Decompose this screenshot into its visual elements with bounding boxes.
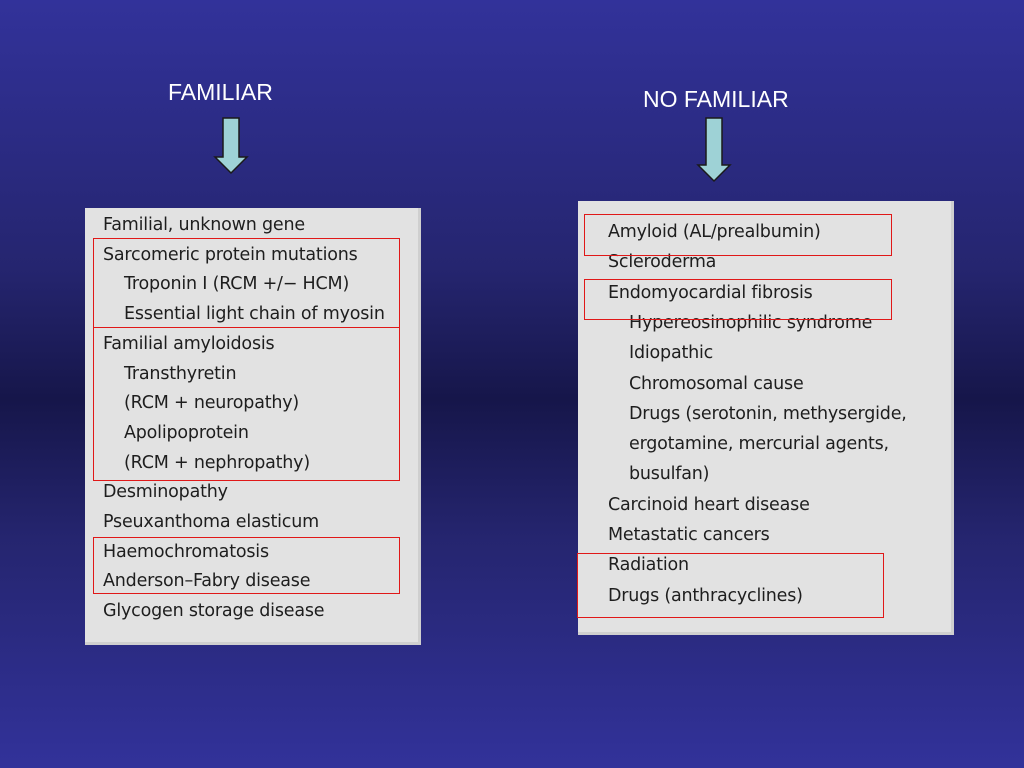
list-item: Glycogen storage disease <box>103 601 325 622</box>
list-item: Scleroderma <box>608 252 717 273</box>
list-item: Essential light chain of myosin <box>124 304 385 325</box>
highlight-box <box>93 238 400 328</box>
highlight-box <box>93 327 400 481</box>
list-item: Apolipoprotein <box>124 422 249 443</box>
list-item: Hypereosinophilic syndrome <box>629 312 873 333</box>
list-item: Metastatic cancers <box>608 525 770 545</box>
list-item: Chromosomal cause <box>629 373 804 394</box>
down-arrow-icon <box>696 117 732 183</box>
list-item: Pseuxanthoma elasticum <box>103 512 319 532</box>
highlight-box <box>584 279 892 320</box>
list-item: Idiopathic <box>629 343 714 364</box>
list-item: Drugs (anthracyclines) <box>608 585 803 606</box>
list-item: Drugs (serotonin, methysergide, <box>629 403 907 424</box>
list-item: Amyloid (AL/prealbumin) <box>608 222 821 242</box>
list-item: Transthyretin <box>124 363 237 384</box>
list-item: Radiation <box>608 555 689 576</box>
familiar-heading: FAMILIAR <box>168 79 273 105</box>
list-item: busulfan) <box>629 464 710 485</box>
list-item: (RCM + neuropathy) <box>124 393 300 414</box>
highlight-box <box>577 553 884 618</box>
list-item: Haemochromatosis <box>103 541 269 562</box>
down-arrow-icon <box>213 117 249 175</box>
list-item: Endomyocardial fibrosis <box>608 282 813 303</box>
list-item: Familial amyloidosis <box>103 333 275 354</box>
list-item: Desminopathy <box>103 482 228 503</box>
list-item: ergotamine, mercurial agents, <box>629 434 889 455</box>
list-item: (RCM + nephropathy) <box>124 452 310 473</box>
list-item: Troponin I (RCM +/− HCM) <box>124 274 350 295</box>
list-item: Anderson–Fabry disease <box>103 571 311 592</box>
no-familiar-heading: NO FAMILIAR <box>643 86 789 112</box>
list-item: Carcinoid heart disease <box>608 494 810 515</box>
highlight-box <box>93 537 400 594</box>
highlight-box <box>584 214 892 256</box>
list-item: Sarcomeric protein mutations <box>103 244 358 265</box>
list-item: Familial, unknown gene <box>103 215 305 235</box>
